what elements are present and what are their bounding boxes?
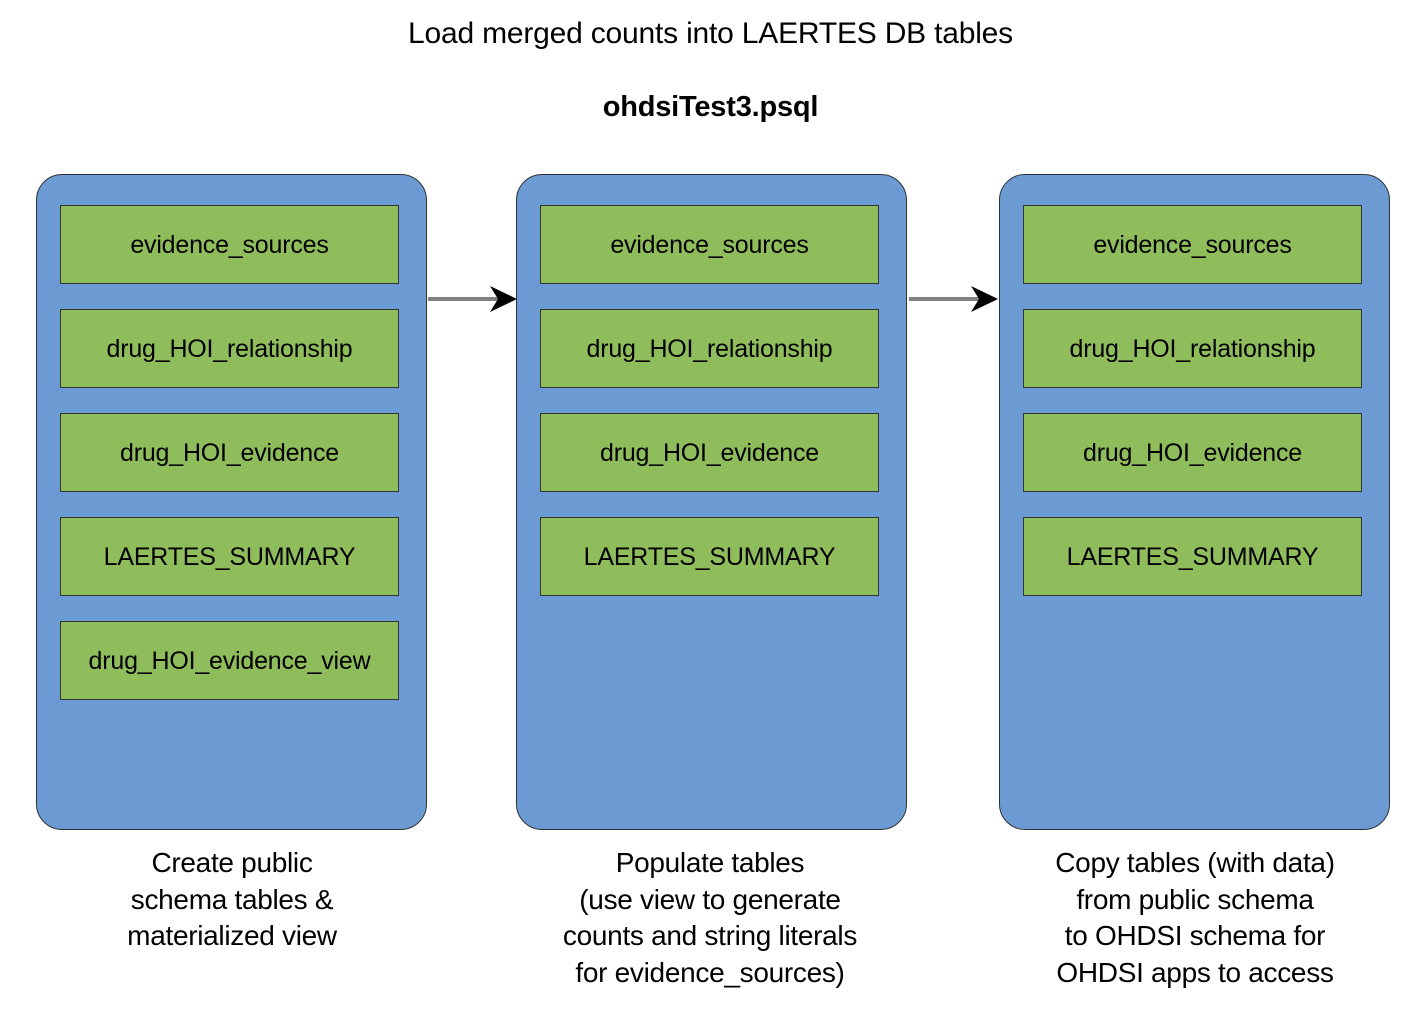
diagram-title: Load merged counts into LAERTES DB table… bbox=[408, 17, 1013, 50]
table-name-label: LAERTES_SUMMARY bbox=[103, 542, 356, 571]
arrow-right-icon bbox=[428, 279, 520, 319]
diagram-subtitle: ohdsiTest3.psql bbox=[602, 91, 819, 123]
stage-column-populate-tables: evidence_sources drug_HOI_relationship d… bbox=[516, 174, 907, 830]
table-box[interactable]: drug_HOI_relationship bbox=[540, 309, 879, 388]
table-name-label: drug_HOI_relationship bbox=[106, 334, 353, 363]
column-caption-populate-tables: Populate tables (use view to generate co… bbox=[562, 847, 858, 988]
table-name-label: evidence_sources bbox=[130, 230, 329, 259]
table-box[interactable]: drug_HOI_relationship bbox=[60, 309, 399, 388]
stage-column-copy-tables: evidence_sources drug_HOI_relationship d… bbox=[999, 174, 1390, 830]
table-name-label: drug_HOI_evidence_view bbox=[88, 646, 371, 675]
table-name-label: evidence_sources bbox=[1093, 230, 1292, 259]
table-box[interactable]: LAERTES_SUMMARY bbox=[540, 517, 879, 596]
table-box[interactable]: evidence_sources bbox=[1023, 205, 1362, 284]
table-box[interactable]: drug_HOI_evidence bbox=[60, 413, 399, 492]
table-list: evidence_sources drug_HOI_relationship d… bbox=[540, 205, 879, 596]
table-name-label: evidence_sources bbox=[610, 230, 809, 259]
arrow-right-icon bbox=[909, 279, 1001, 319]
table-box[interactable]: evidence_sources bbox=[540, 205, 879, 284]
table-box[interactable]: drug_HOI_evidence bbox=[540, 413, 879, 492]
table-box[interactable]: drug_HOI_relationship bbox=[1023, 309, 1362, 388]
table-name-label: LAERTES_SUMMARY bbox=[583, 542, 836, 571]
column-caption-copy-tables: Copy tables (with data) from public sche… bbox=[1055, 847, 1335, 988]
table-name-label: drug_HOI_evidence bbox=[120, 438, 339, 467]
table-box[interactable]: drug_HOI_evidence bbox=[1023, 413, 1362, 492]
column-caption-create-public-schema: Create public schema tables & materializ… bbox=[127, 847, 337, 951]
stage-column-create-public-schema: evidence_sources drug_HOI_relationship d… bbox=[36, 174, 427, 830]
table-name-label: drug_HOI_evidence bbox=[600, 438, 819, 467]
table-box[interactable]: LAERTES_SUMMARY bbox=[1023, 517, 1362, 596]
table-list: evidence_sources drug_HOI_relationship d… bbox=[60, 205, 399, 700]
table-name-label: drug_HOI_evidence bbox=[1083, 438, 1302, 467]
table-name-label: drug_HOI_relationship bbox=[586, 334, 833, 363]
table-name-label: LAERTES_SUMMARY bbox=[1066, 542, 1319, 571]
table-box[interactable]: evidence_sources bbox=[60, 205, 399, 284]
table-name-label: drug_HOI_relationship bbox=[1069, 334, 1316, 363]
table-box[interactable]: drug_HOI_evidence_view bbox=[60, 621, 399, 700]
table-list: evidence_sources drug_HOI_relationship d… bbox=[1023, 205, 1362, 596]
table-box[interactable]: LAERTES_SUMMARY bbox=[60, 517, 399, 596]
